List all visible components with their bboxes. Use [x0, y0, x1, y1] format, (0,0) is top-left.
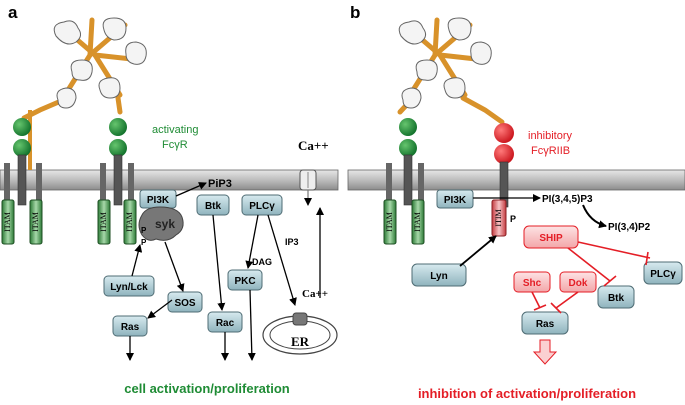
plcg-node-a	[241, 194, 283, 216]
svg-text:ITIM: ITIM	[494, 209, 503, 226]
caption-a: cell activation/proliferation	[124, 381, 289, 396]
itam-box: ITAM	[97, 199, 111, 245]
phospho-p: P	[141, 226, 147, 235]
syk-node	[138, 206, 184, 241]
btk-label-a: Btk	[205, 201, 222, 212]
tm-chain	[100, 163, 106, 208]
dok-label: Dok	[569, 278, 588, 289]
lyn-lck-node	[103, 275, 155, 297]
svg-text:ITAM: ITAM	[31, 212, 40, 232]
phospho-p-b: P	[510, 214, 516, 224]
plcg-node-b	[643, 261, 683, 285]
ship-node	[523, 225, 579, 249]
panel-b-letter: b	[350, 3, 360, 22]
itam-box: ITAM	[383, 199, 397, 245]
svg-text:ITAM: ITAM	[99, 212, 108, 232]
sos-node	[167, 291, 203, 313]
fcgriib-label: FcγRIIB	[531, 145, 570, 157]
pi3k-label-b: PI3K	[444, 195, 467, 206]
sos-label: SOS	[174, 298, 195, 309]
syk-label: syk	[155, 217, 175, 231]
activating-label: activating	[152, 124, 198, 136]
fcgr-label: FcγR	[162, 139, 188, 151]
membrane-a	[0, 169, 339, 191]
fcgr-receptor-right	[109, 118, 127, 206]
pi3k-node-b	[436, 189, 474, 209]
er-channel	[292, 312, 308, 326]
tm-chain	[36, 163, 42, 208]
inhibitory-label: inhibitory	[528, 130, 573, 142]
ip3-label: IP3	[285, 237, 299, 247]
ca-top-label: Ca++	[298, 138, 329, 153]
svg-text:ITAM: ITAM	[385, 212, 394, 232]
tm-chain	[418, 163, 424, 208]
antigen-blobs-a	[53, 17, 147, 109]
btk-label-b: Btk	[608, 293, 625, 304]
itam-box: ITAM	[123, 199, 137, 245]
lyn-lck-label: Lyn/Lck	[110, 282, 148, 293]
inhibition-lines	[531, 241, 651, 314]
membrane-b	[347, 169, 685, 191]
svg-text:ITAM: ITAM	[3, 212, 12, 232]
btk-node-b	[597, 285, 635, 309]
tm-chain	[386, 163, 392, 208]
shc-label: Shc	[523, 278, 542, 289]
fcgr-receptor-b	[399, 118, 417, 206]
antigen-blobs-b	[398, 17, 492, 109]
pi345p3-label: PI(3,4,5)P3	[542, 194, 593, 205]
pip3-label: PiP3	[208, 178, 232, 190]
caption-b: inhibition of activation/proliferation	[418, 386, 636, 401]
pkc-node	[227, 269, 263, 291]
ship-label: SHIP	[539, 233, 563, 244]
panel-b: b ITAM	[347, 3, 685, 401]
dag-label: DAG	[252, 257, 272, 267]
itim-box: ITIM	[491, 199, 507, 237]
plcg-label-b: PLCγ	[650, 269, 676, 280]
lyn-node	[411, 263, 467, 287]
tm-chain	[4, 163, 10, 208]
phospho-p: P	[141, 238, 147, 247]
down-arrow-outcome	[532, 339, 558, 365]
plcg-label-a: PLCγ	[249, 201, 275, 212]
arrow-lyn-itim	[459, 235, 497, 267]
fcgr-receptor-left	[13, 110, 32, 206]
arrow-pi3k-pip3	[175, 182, 207, 197]
pi34p2-label: PI(3,4)P2	[608, 222, 651, 233]
svg-text:ITAM: ITAM	[413, 212, 422, 232]
pkc-label: PKC	[234, 276, 255, 287]
ras-node-b	[521, 311, 569, 335]
svg-text:ITAM: ITAM	[125, 212, 134, 232]
itam-box: ITAM	[1, 199, 15, 245]
itam-box: ITAM	[411, 199, 425, 245]
pi3k-label-a: PI3K	[147, 195, 170, 206]
lyn-label: Lyn	[430, 271, 447, 282]
panel-a: a	[0, 3, 339, 396]
arrow-pi345p3-pi34p2	[582, 204, 607, 229]
er-label: ER	[291, 334, 310, 349]
rac-label: Rac	[216, 318, 235, 329]
arrows-panel-a	[126, 207, 324, 361]
ca-er-label: Ca++	[302, 288, 328, 300]
fcgriib-receptor	[494, 123, 514, 208]
tm-chain	[128, 163, 134, 208]
panel-a-letter: a	[8, 3, 18, 22]
ras-label-b: Ras	[536, 319, 555, 330]
ras-label-a: Ras	[121, 322, 140, 333]
itam-box: ITAM	[29, 199, 43, 245]
